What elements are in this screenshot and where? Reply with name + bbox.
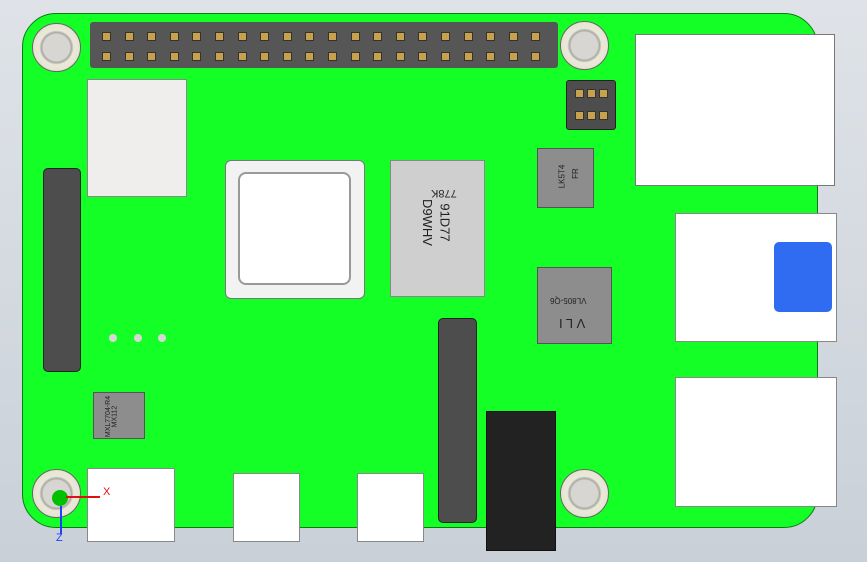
gpio-pin — [463, 32, 473, 41]
camera-connector — [438, 318, 477, 523]
chip-top-right-label-2: FR — [570, 168, 580, 179]
mounting-hole-top-left — [32, 23, 81, 72]
gpio-pin — [328, 52, 337, 61]
gpio-pin — [169, 32, 179, 41]
gpio-pin — [350, 32, 360, 41]
led-1 — [109, 334, 117, 342]
poe-header — [566, 80, 616, 130]
gpio-pin — [373, 32, 383, 41]
soc-heatspreader — [238, 172, 351, 285]
pmic-label-2: MX112 — [111, 405, 119, 428]
gpio-pin — [124, 32, 134, 41]
gpio-pin — [395, 32, 405, 41]
wifi-shield-can — [87, 79, 187, 197]
gpio-pin — [237, 32, 247, 41]
usb-c-port[interactable] — [87, 468, 175, 542]
gpio-pin — [486, 32, 496, 41]
gpio-pin — [102, 32, 111, 41]
usb-controller-label-1: VL805-Q6 — [550, 296, 587, 305]
usb-controller-chip: VL805-Q6 V L I — [537, 267, 612, 344]
gpio-pin — [260, 32, 270, 41]
gpio-pin — [350, 52, 360, 61]
gpio-pin — [192, 32, 202, 41]
display-connector — [43, 168, 81, 372]
ram-label-2: 91D77 — [437, 203, 453, 242]
gpio-pin — [328, 32, 337, 41]
axis-origin — [52, 490, 68, 506]
axis-x-label: X — [103, 486, 111, 498]
gpio-pin — [282, 32, 292, 41]
gpio-pin — [508, 32, 518, 41]
pmic-chip: MXL7704-R4 MX112 — [93, 392, 145, 439]
gpio-pin — [192, 52, 202, 61]
gpio-pin — [531, 52, 541, 61]
usb2-port[interactable] — [675, 377, 837, 507]
ram-chip: 778K 91D77 D9WHV — [390, 160, 485, 297]
gpio-pin — [508, 52, 518, 61]
gpio-pin — [147, 52, 157, 61]
gpio-pin — [305, 52, 315, 61]
led-2 — [134, 334, 142, 342]
micro-hdmi-port-0[interactable] — [233, 473, 300, 542]
usb3-tongue — [774, 242, 832, 312]
chip-top-right: LK5T4 FR — [537, 148, 594, 208]
gpio-pin — [282, 52, 292, 61]
gpio-header — [90, 22, 558, 68]
micro-hdmi-port-1[interactable] — [357, 473, 424, 542]
chip-top-right-label-1: LK5T4 — [557, 164, 567, 189]
gpio-pin — [147, 32, 157, 41]
gpio-pin — [169, 52, 179, 61]
gpio-pin — [373, 52, 383, 61]
gpio-pin — [102, 52, 111, 61]
gpio-pin — [124, 52, 134, 61]
gpio-pin — [237, 52, 247, 61]
gpio-pin — [531, 32, 541, 41]
ram-label-1: 778K — [431, 187, 457, 199]
usb-controller-label-2: V L I — [559, 316, 586, 331]
axis-x-line — [66, 496, 100, 498]
gpio-pin — [418, 32, 428, 41]
ethernet-port[interactable] — [635, 34, 835, 186]
gpio-pin — [441, 52, 450, 61]
gpio-pin — [463, 52, 473, 61]
gpio-pin — [215, 32, 224, 41]
axis-z-line — [60, 506, 62, 534]
led-3 — [158, 334, 166, 342]
gpio-pin — [486, 52, 496, 61]
axis-z-label: Z — [56, 532, 63, 544]
gpio-pin — [418, 52, 428, 61]
gpio-pin — [260, 52, 270, 61]
mounting-hole-top-right — [560, 21, 609, 70]
usb3-port[interactable] — [675, 213, 837, 342]
mounting-hole-bottom-right — [560, 469, 609, 518]
audio-jack[interactable] — [486, 411, 556, 551]
gpio-pin — [215, 52, 224, 61]
gpio-pin — [305, 32, 315, 41]
gpio-pin — [441, 32, 450, 41]
ram-label-3: D9WHV — [419, 199, 435, 246]
gpio-pin — [395, 52, 405, 61]
